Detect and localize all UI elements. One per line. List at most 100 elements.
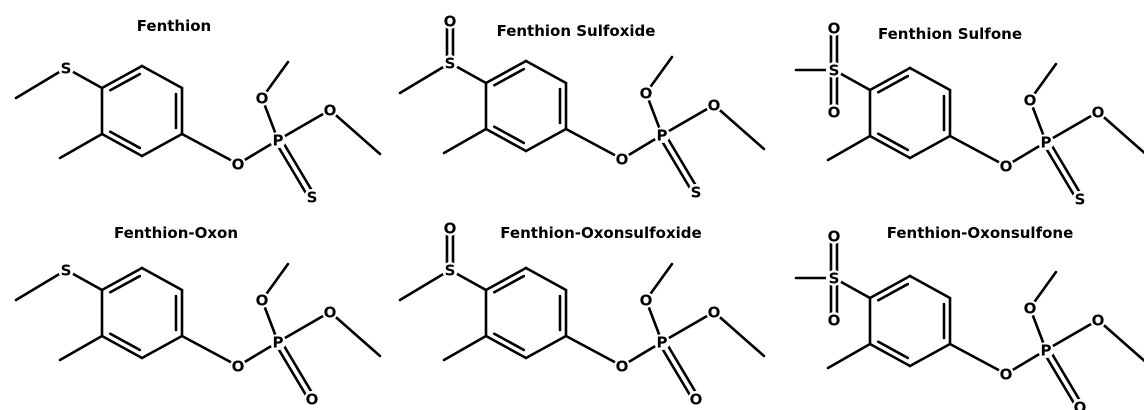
phosphorus-double-bond <box>657 135 695 195</box>
ring-double-bond <box>492 125 526 145</box>
ring-double-bond <box>108 130 142 150</box>
thiono-sulfur-halo <box>688 184 704 200</box>
aryl-ether-oxygen-halo <box>614 358 630 374</box>
aryl-oxygen-bond <box>948 342 1008 376</box>
ring-bond <box>100 334 144 360</box>
aryl-oxygen-bond <box>564 127 624 161</box>
methoxy-oxygen-halo <box>322 304 338 320</box>
phosphorus-double-bond <box>1047 347 1085 407</box>
methoxy-methyl-bond <box>712 310 766 358</box>
phosphorus-atom: P <box>273 334 284 352</box>
sulfur-oxo-oxygen: O <box>828 228 841 246</box>
ring-bond <box>484 127 528 153</box>
aryl-ether-oxygen: O <box>232 156 245 174</box>
ring-bond <box>908 66 952 92</box>
phosphorus-double-bond <box>1041 142 1079 202</box>
methoxy-oxygen-halo <box>322 102 338 118</box>
methoxy-oxygen: O <box>640 85 653 103</box>
thioether-sulfur: S <box>445 262 456 280</box>
sulfur-methyl-bond <box>398 268 452 302</box>
methoxy-methyl-bond <box>712 103 766 151</box>
aryl-ether-oxygen: O <box>616 151 629 169</box>
aryl-ether-oxygen-halo <box>998 158 1014 174</box>
ring-double-bond <box>876 340 910 360</box>
ring-methyl-bond <box>58 334 104 362</box>
ring-bond <box>524 127 568 153</box>
methoxy-oxygen-halo <box>254 90 270 106</box>
aryl-ether-oxygen: O <box>616 358 629 376</box>
thioether-sulfur: S <box>829 62 840 80</box>
methoxy-oxygen-halo <box>706 304 722 320</box>
ring-bond <box>140 132 184 158</box>
ring-double-bond <box>108 332 142 352</box>
methoxy-methyl-bond <box>328 108 382 156</box>
sulfur-oxo-oxygen-halo <box>826 312 842 328</box>
thioether-sulfur: S <box>61 262 72 280</box>
thioether-sulfur: S <box>61 60 72 78</box>
phosphorus-atom: P <box>657 334 668 352</box>
oxo-oxygen-halo <box>688 391 704 407</box>
phosphorus-double-bond <box>1047 139 1085 199</box>
methoxy-oxygen-halo <box>1022 300 1038 316</box>
methoxy-oxygen: O <box>1024 300 1037 318</box>
phosphorus-double-bond <box>657 342 695 402</box>
phosphorus-atom: P <box>1041 134 1052 152</box>
methoxy-methyl-bond <box>1096 110 1144 155</box>
phosphorus-double-bond <box>273 342 311 402</box>
methoxy-oxygen: O <box>1092 104 1105 122</box>
methoxy-oxygen: O <box>1092 312 1105 330</box>
ring-bond <box>908 342 952 368</box>
methoxy-oxygen: O <box>324 102 337 120</box>
methoxy-oxygen: O <box>1024 92 1037 110</box>
phosphorus-methoxy-bond <box>660 310 716 344</box>
ring-double-bond <box>492 274 526 294</box>
sulfur-oxo-oxygen: O <box>828 312 841 330</box>
ring-double-bond <box>492 67 526 87</box>
molecule-title: Fenthion-Oxonsulfoxide <box>500 224 701 242</box>
phosphorus-double-bond <box>279 339 317 399</box>
methoxy-methyl-bond <box>328 310 382 358</box>
methoxy-oxygen: O <box>708 304 721 322</box>
methoxy-oxygen-halo <box>638 292 654 308</box>
phosphorus-double-bond <box>663 132 701 192</box>
ring-double-bond <box>876 132 910 152</box>
thioether-sulfur-halo <box>826 62 842 78</box>
phosphorus-double-bond <box>279 137 317 197</box>
methoxy-oxygen: O <box>256 90 269 108</box>
ring-bond <box>868 342 912 368</box>
methoxy-oxygen: O <box>256 292 269 310</box>
methoxy-methyl-bond <box>1096 318 1144 363</box>
ring-bond <box>140 334 184 360</box>
ring-bond <box>868 66 912 92</box>
ring-bond <box>100 266 144 292</box>
ring-bond <box>140 64 184 90</box>
ring-double-bond <box>108 274 142 294</box>
sulfur-oxo-oxygen: O <box>828 104 841 122</box>
ring-bond <box>524 334 568 360</box>
molecule-title: Fenthion <box>137 17 211 35</box>
phosphorus-atom-halo <box>270 334 286 350</box>
molecule-title: Fenthion-Oxon <box>114 224 238 242</box>
sulfur-oxo-oxygen-halo <box>826 228 842 244</box>
ring-bond <box>908 274 952 300</box>
phosphorus-methoxy-bond <box>1044 110 1100 144</box>
sulfur-oxo-oxygen: O <box>444 13 457 31</box>
methoxy-oxygen-halo <box>1090 312 1106 328</box>
oxo-oxygen: O <box>1074 399 1087 410</box>
phosphorus-methoxy-bond <box>1044 318 1100 352</box>
aryl-oxygen-bond <box>564 334 624 368</box>
phosphorus-atom-halo <box>1038 342 1054 358</box>
molecule-title: Fenthion Sulfone <box>878 25 1022 43</box>
phosphorus-atom: P <box>657 127 668 145</box>
ring-double-bond <box>876 74 910 94</box>
phosphorus-methoxy-bond <box>276 310 332 344</box>
methoxy-oxygen: O <box>324 304 337 322</box>
ring-methyl-bond <box>826 134 872 162</box>
oxo-oxygen: O <box>690 391 703 409</box>
aryl-ether-oxygen-halo <box>230 156 246 172</box>
aryl-ether-oxygen: O <box>1000 158 1013 176</box>
